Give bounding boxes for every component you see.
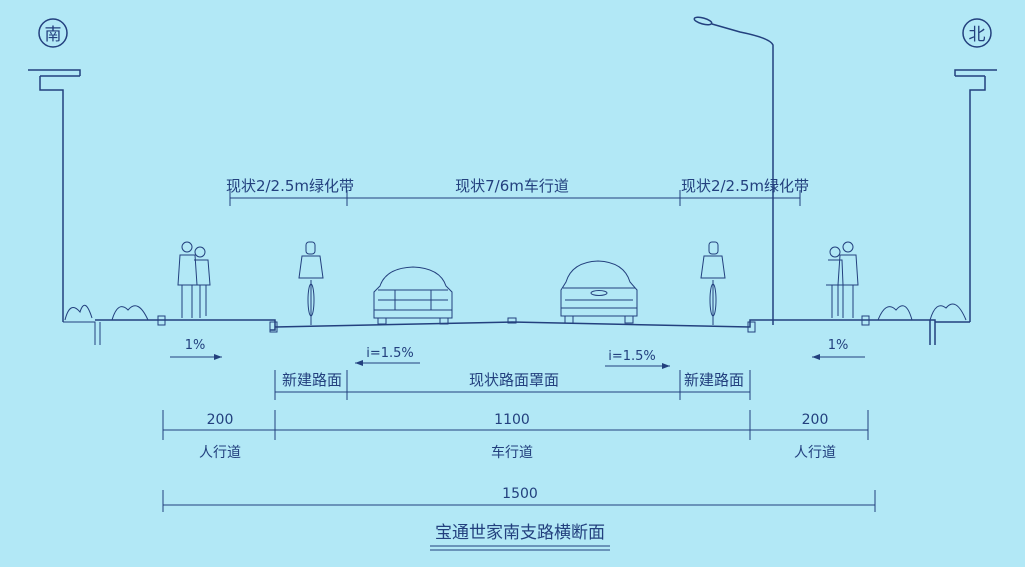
diagram-title: 宝通世家南支路横断面	[430, 523, 610, 551]
right-sidewalk-width: 200	[802, 412, 829, 428]
pedestrians-left-icon	[177, 241, 211, 318]
right-lamp-icon	[954, 69, 997, 322]
overlay-pavement-label: 现状路面罩面	[469, 371, 559, 389]
top-dimension-line: 现状2/2.5m绿化带 现状7/6m车行道 现状2/2.5m绿化带	[226, 177, 809, 206]
center-zone-label: 车行道	[491, 444, 533, 461]
north-label: 北	[969, 25, 986, 45]
title-text: 宝通世家南支路横断面	[435, 523, 605, 543]
left-sidewalk-width: 200	[207, 412, 234, 428]
left-new-pavement-label: 新建路面	[282, 371, 342, 389]
south-label: 南	[45, 25, 62, 45]
cyclist-left-icon	[298, 241, 324, 325]
car-left-icon	[373, 266, 453, 325]
right-new-pavement-label: 新建路面	[684, 371, 744, 389]
pavement-dimension-line: 新建路面 现状路面罩面 新建路面	[274, 370, 751, 400]
right-road-slope: i=1.5%	[608, 349, 656, 364]
right-green-label: 现状2/2.5m绿化带	[681, 177, 809, 195]
pedestrians-right-icon	[826, 241, 859, 318]
south-marker: 南	[38, 18, 68, 48]
left-green-label: 现状2/2.5m绿化带	[226, 177, 354, 195]
street-light-icon	[693, 16, 774, 325]
cyclist-right-icon	[700, 241, 726, 325]
shrub-icon	[64, 303, 967, 321]
right-sidewalk-slope: 1%	[828, 338, 849, 353]
road-width: 1100	[494, 412, 530, 428]
car-right-icon	[560, 260, 638, 324]
total-dimension-line: 1500	[162, 486, 876, 512]
ground-profile	[63, 315, 970, 345]
north-marker: 北	[962, 18, 992, 48]
right-zone-label: 人行道	[794, 445, 836, 461]
left-zone-label: 人行道	[199, 445, 241, 461]
total-width: 1500	[502, 486, 538, 502]
carriageway-label: 现状7/6m车行道	[455, 177, 569, 195]
slope-annotations: 1% 1% i=1.5% i=1.5%	[170, 338, 865, 369]
left-sidewalk-slope: 1%	[185, 338, 206, 353]
left-lamp-icon	[28, 69, 81, 322]
width-dimension-line: 200 1100 200 人行道 车行道 人行道	[162, 410, 869, 461]
left-road-slope: i=1.5%	[366, 346, 414, 361]
